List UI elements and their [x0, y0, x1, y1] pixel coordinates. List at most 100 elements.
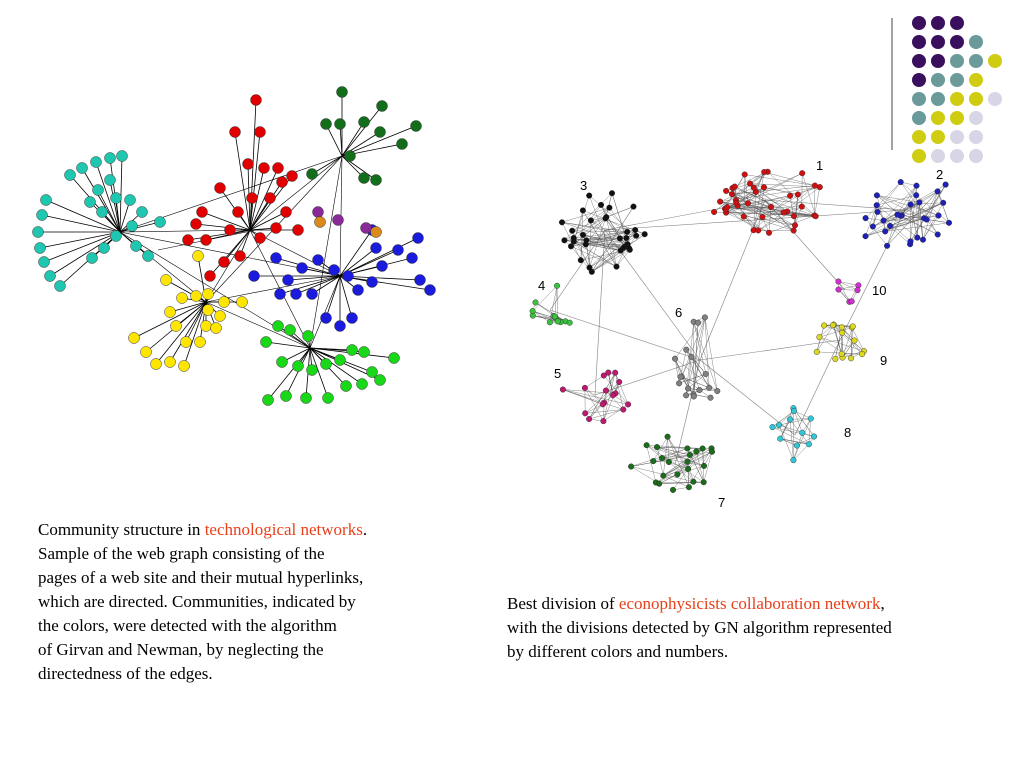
web-page-node: [300, 392, 312, 404]
collaboration-edge: [549, 309, 701, 361]
web-page-node: [254, 126, 266, 138]
author-node: [805, 441, 812, 448]
community-label: 8: [844, 425, 851, 440]
author-node: [813, 348, 820, 355]
author-node: [799, 170, 806, 177]
decorative-dot: [912, 111, 926, 125]
collaboration-edge: [838, 289, 858, 291]
collaboration-edge: [763, 187, 798, 195]
web-page-node: [202, 288, 214, 300]
author-node: [790, 227, 797, 234]
collaboration-edge: [614, 372, 629, 405]
web-page-node: [290, 288, 302, 300]
web-page-node: [262, 394, 274, 406]
decorative-dot: [950, 35, 964, 49]
collaboration-edge: [793, 444, 810, 461]
collaboration-edge: [704, 317, 710, 388]
web-page-node: [320, 358, 332, 370]
author-node: [913, 182, 920, 189]
web-page-node: [32, 226, 44, 238]
web-page-node: [124, 194, 136, 206]
author-node: [724, 204, 731, 211]
collaboration-edge: [851, 327, 865, 352]
web-page-node: [96, 206, 108, 218]
author-node: [887, 222, 894, 229]
author-node: [830, 322, 837, 329]
author-node: [683, 346, 690, 353]
author-node: [685, 385, 692, 392]
collaboration-edge: [594, 359, 701, 396]
decorative-dot: [969, 54, 983, 68]
collaboration-edge: [747, 187, 765, 204]
decorative-dot: [931, 54, 945, 68]
author-node: [581, 384, 588, 391]
collaboration-edge: [876, 205, 918, 238]
collaboration-edge: [838, 281, 859, 286]
author-node: [792, 222, 799, 229]
collaboration-edge: [922, 202, 944, 240]
hyperlink-edge: [43, 231, 121, 263]
author-node: [799, 429, 806, 436]
author-node: [653, 444, 660, 451]
collaboration-edge: [762, 185, 816, 218]
collaboration-edge: [687, 448, 703, 462]
web-page-node: [224, 224, 236, 236]
web-page-node: [282, 274, 294, 286]
author-node: [603, 214, 610, 221]
author-node: [624, 228, 631, 235]
web-page-node: [370, 242, 382, 254]
community-label: 7: [718, 495, 725, 510]
nodes: [32, 86, 436, 406]
web-page-node: [104, 174, 116, 186]
collaboration-edge: [562, 389, 629, 405]
decorative-dot: [950, 149, 964, 163]
author-node: [587, 217, 594, 224]
author-node: [791, 407, 798, 414]
author-node: [940, 199, 947, 206]
collaboration-edge: [794, 339, 841, 436]
collaboration-edge: [680, 376, 694, 395]
author-node: [582, 241, 589, 248]
author-node: [566, 319, 573, 326]
author-node: [851, 337, 858, 344]
author-node: [873, 202, 880, 209]
web-page-node: [34, 242, 46, 254]
web-page-node: [374, 374, 386, 386]
author-node: [656, 480, 663, 487]
author-node: [711, 208, 718, 215]
collaboration-edge: [796, 436, 815, 446]
author-node: [873, 192, 880, 199]
author-node: [616, 378, 623, 385]
collaboration-edge: [562, 389, 624, 410]
author-node: [586, 416, 593, 423]
web-page-node: [296, 262, 308, 274]
collaboration-edge: [603, 381, 620, 422]
web-page-node: [312, 254, 324, 266]
collaboration-edge: [573, 195, 590, 242]
author-node: [677, 373, 684, 380]
web-page-node: [236, 296, 248, 308]
collaboration-edge: [602, 372, 616, 405]
web-page-node: [76, 162, 88, 174]
hyperlink-edge: [155, 301, 207, 365]
community-label: 1: [816, 158, 823, 173]
author-node: [798, 203, 805, 210]
collaboration-edge: [755, 171, 765, 192]
hyperlink-edge: [119, 155, 343, 233]
collaboration-edge: [659, 468, 689, 484]
web-page-node: [258, 162, 270, 174]
web-page-node: [370, 226, 382, 238]
author-node: [650, 458, 657, 465]
collaboration-edge: [725, 212, 770, 234]
collaboration-edge: [727, 206, 815, 216]
web-page-node: [358, 116, 370, 128]
collaboration-edge: [668, 461, 689, 470]
hyperlink-edge: [119, 155, 124, 233]
collaboration-edge: [591, 249, 630, 273]
collaboration-edge: [778, 424, 794, 461]
author-node: [569, 227, 576, 234]
web-page-node: [180, 336, 192, 348]
collaboration-edge: [743, 216, 759, 231]
collaboration-edge: [816, 324, 834, 353]
hyperlink-edge: [81, 167, 121, 233]
